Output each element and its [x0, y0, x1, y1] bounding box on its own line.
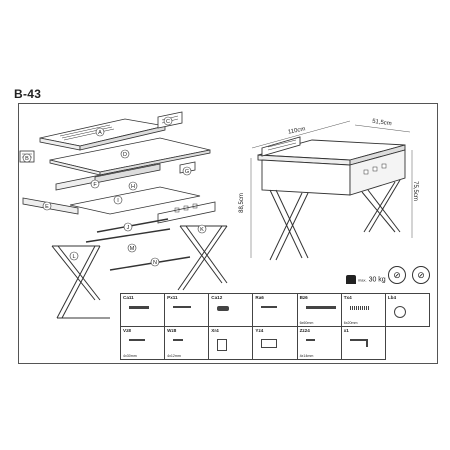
- spring-screw-icon: [349, 306, 370, 310]
- no-water-icon: ⊘: [388, 266, 406, 284]
- hardware-cell: Yz4: [252, 326, 298, 360]
- part-j-rail: [96, 218, 169, 233]
- glide-pad-icon: [217, 339, 228, 351]
- assembled-desk: [257, 136, 406, 261]
- svg-text:D: D: [123, 152, 127, 158]
- no-sunlight-icon: ⊘: [412, 266, 430, 284]
- marker-l: L: [69, 251, 79, 261]
- diagram-frame: [18, 103, 438, 364]
- marker-e: E: [42, 201, 52, 211]
- marker-d: D: [120, 149, 130, 159]
- tiny-screw-icon: [305, 339, 315, 341]
- marker-f: F: [90, 179, 100, 189]
- hardware-cell: Ra6: [252, 293, 298, 327]
- part-l-leg-left: [51, 245, 110, 319]
- hardware-cell: Px11: [164, 293, 210, 327]
- part-n-rail: [109, 256, 191, 271]
- part-l-leg-right: [177, 225, 228, 291]
- allen-key-icon: [349, 339, 368, 347]
- dim-height-top: 75,5cm: [411, 181, 418, 201]
- marker-a: A: [95, 127, 105, 137]
- weight-icon: [346, 275, 356, 284]
- svg-text:M: M: [130, 246, 135, 252]
- cam-bolt-icon: [217, 306, 230, 311]
- svg-text:F: F: [93, 182, 97, 188]
- hardware-cell: Xr4: [208, 326, 254, 360]
- bolt-icon: [305, 306, 336, 309]
- wood-screw-icon: [129, 339, 145, 341]
- marker-j: J: [123, 222, 133, 232]
- marker-g: G: [182, 166, 192, 176]
- marker-b: B: [22, 153, 32, 163]
- marker-i: I: [113, 195, 123, 205]
- svg-text:I: I: [117, 198, 119, 204]
- pin-icon: [173, 306, 192, 308]
- marker-m: M: [127, 243, 137, 253]
- marker-c: C: [163, 116, 173, 126]
- marker-h: H: [128, 181, 138, 191]
- model-code: B-43: [14, 87, 42, 101]
- svg-text:K: K: [200, 227, 204, 233]
- svg-text:E: E: [45, 204, 49, 210]
- hardware-cell: Ca12: [208, 293, 254, 327]
- part-i-board: [69, 186, 201, 215]
- marker-k: K: [197, 224, 207, 234]
- part-m-rail: [85, 228, 171, 243]
- svg-text:H: H: [131, 184, 135, 190]
- svg-text:B: B: [25, 156, 29, 162]
- hardware-cell: x1: [340, 326, 386, 360]
- hardware-cell-empty: [385, 327, 429, 360]
- hardware-cell: Lb4: [384, 293, 431, 327]
- svg-text:A: A: [98, 130, 102, 136]
- hardware-cell: Ca11: [119, 293, 166, 327]
- max-load: max. 30 kg: [346, 275, 386, 284]
- marker-n: N: [150, 257, 160, 267]
- screw-icon: [261, 306, 278, 308]
- svg-text:G: G: [185, 169, 189, 175]
- dim-height-total: 88,5cm: [238, 193, 245, 213]
- svg-text:N: N: [153, 260, 157, 266]
- bracket-icon: [261, 339, 278, 348]
- svg-text:C: C: [166, 119, 170, 125]
- svg-text:J: J: [127, 225, 130, 231]
- part-k-front: [157, 201, 216, 224]
- short-screw-icon: [173, 339, 184, 341]
- dowel-icon: [129, 306, 149, 309]
- cam-lock-icon: [393, 306, 406, 318]
- svg-text:L: L: [72, 254, 75, 260]
